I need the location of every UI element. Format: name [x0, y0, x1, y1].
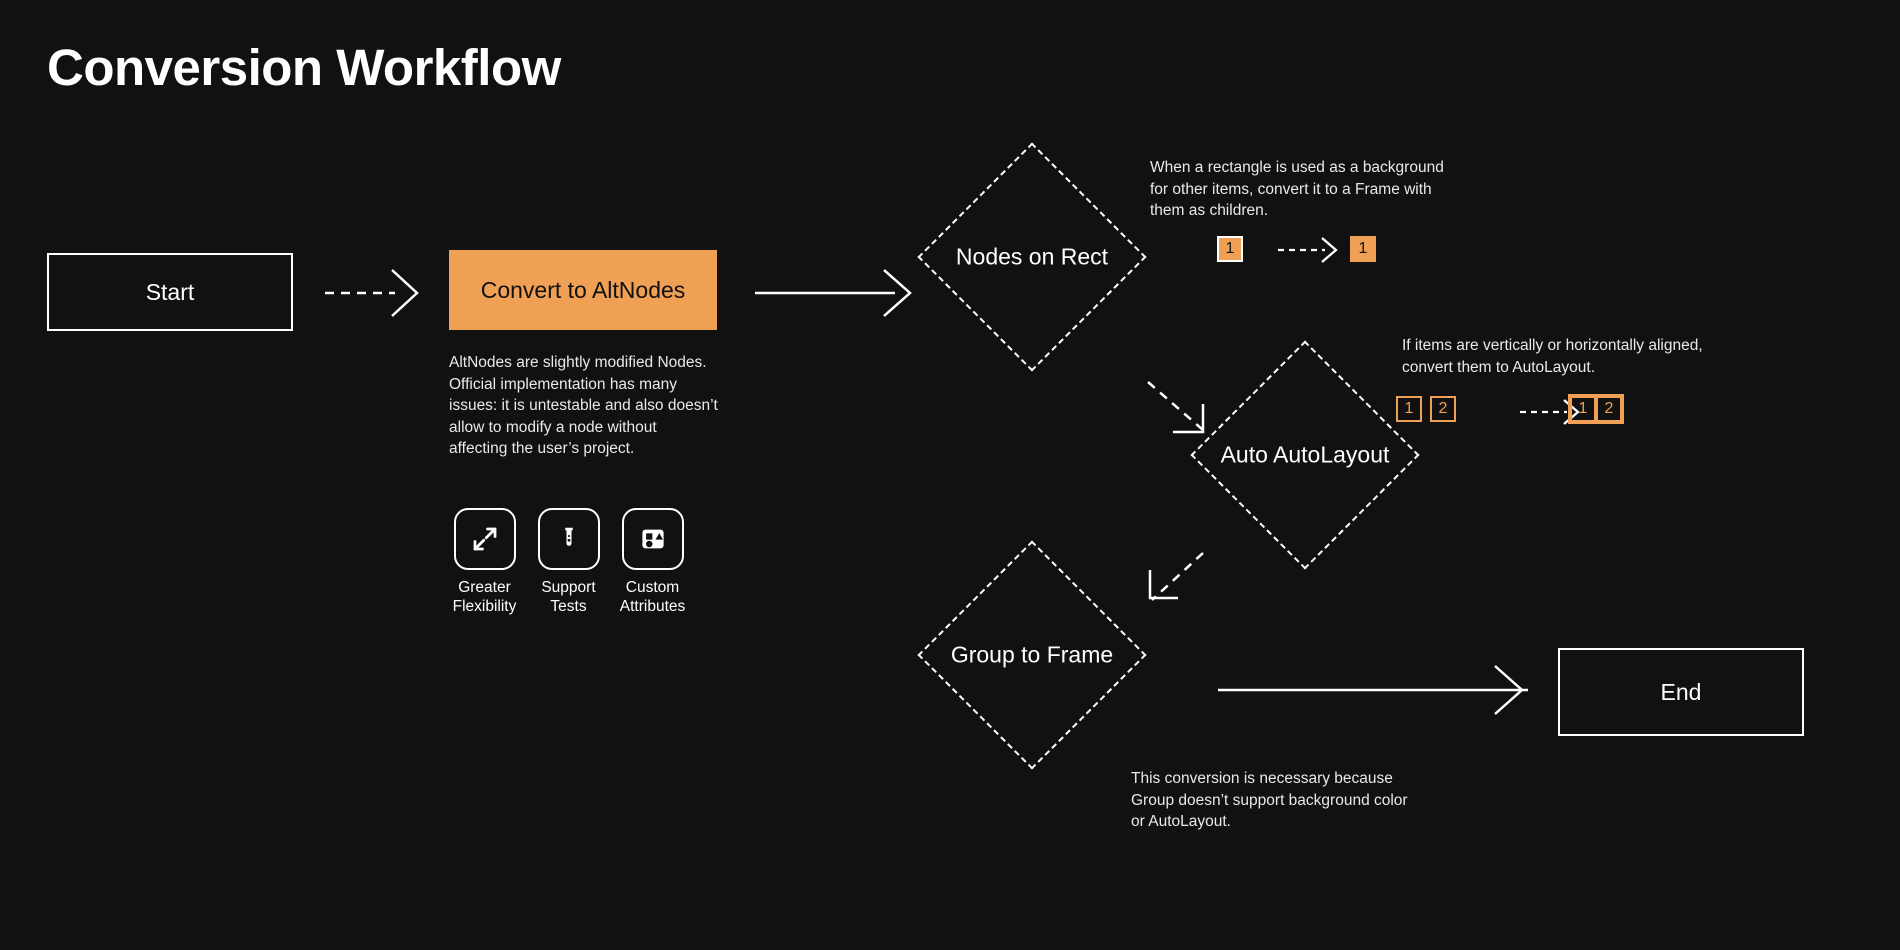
node-convert-label: Convert to AltNodes [480, 276, 686, 303]
chip-before-1: 1 [1396, 396, 1422, 422]
feature-label: Greater Flexibility [452, 579, 517, 615]
node-auto-autolayout[interactable]: Auto AutoLayout [1190, 340, 1420, 570]
edge-group-to-frame-to-end [1218, 665, 1528, 715]
edge-nodes-on-rect-to-auto-autolayout [1147, 381, 1205, 434]
node-group-to-frame-label: Group to Frame [950, 641, 1114, 668]
edge-auto-autolayout-to-group-to-frame [1148, 552, 1204, 601]
node-start-label: Start [145, 278, 195, 305]
feature-custom-attributes[interactable]: Custom Attributes [620, 508, 685, 616]
chip-illustration-auto-autolayout: 1 2 1 2 [1396, 394, 1624, 424]
note-auto-autolayout: If items are vertically or horizontally … [1402, 337, 1703, 376]
node-nodes-on-rect-label: Nodes on Rect [955, 243, 1109, 270]
note-nodes-on-rect: When a rectangle is used as a background… [1150, 159, 1444, 219]
chip-after-1: 1 [1570, 396, 1596, 422]
node-auto-autolayout-label: Auto AutoLayout [1220, 441, 1390, 468]
feature-support-tests[interactable]: Support Tests [536, 508, 601, 616]
note-altnodes: AltNodes are slightly modified Nodes. Of… [449, 354, 718, 457]
feature-list: Greater Flexibility Support Tests [452, 508, 685, 616]
feature-label: Custom Attributes [619, 579, 686, 615]
node-end-label: End [1660, 678, 1702, 705]
chip-after-2: 2 [1596, 396, 1622, 422]
feature-greater-flexibility[interactable]: Greater Flexibility [452, 508, 517, 616]
chip-before-2: 2 [1430, 396, 1456, 422]
edge-start-to-convert [325, 269, 419, 317]
page-title: Conversion Workflow [47, 39, 561, 96]
note-group-to-frame: This conversion is necessary because Gro… [1131, 770, 1408, 830]
chip-after: 1 [1350, 236, 1376, 262]
shapes-icon [621, 508, 684, 570]
chip-illustration-nodes-on-rect: 1 1 [1217, 236, 1376, 262]
node-start[interactable]: Start [47, 253, 293, 331]
node-convert-to-altnodes[interactable]: Convert to AltNodes [449, 250, 717, 330]
node-group-to-frame[interactable]: Group to Frame [917, 540, 1147, 770]
node-end[interactable]: End [1558, 648, 1804, 736]
edge-convert-to-nodes-on-rect [755, 269, 912, 317]
chip-before: 1 [1217, 236, 1243, 262]
expand-arrows-icon [453, 508, 516, 570]
test-tube-icon [537, 508, 600, 570]
feature-label: Support Tests [541, 579, 596, 615]
node-nodes-on-rect[interactable]: Nodes on Rect [917, 142, 1147, 372]
chip-after-group: 1 2 [1568, 394, 1624, 424]
